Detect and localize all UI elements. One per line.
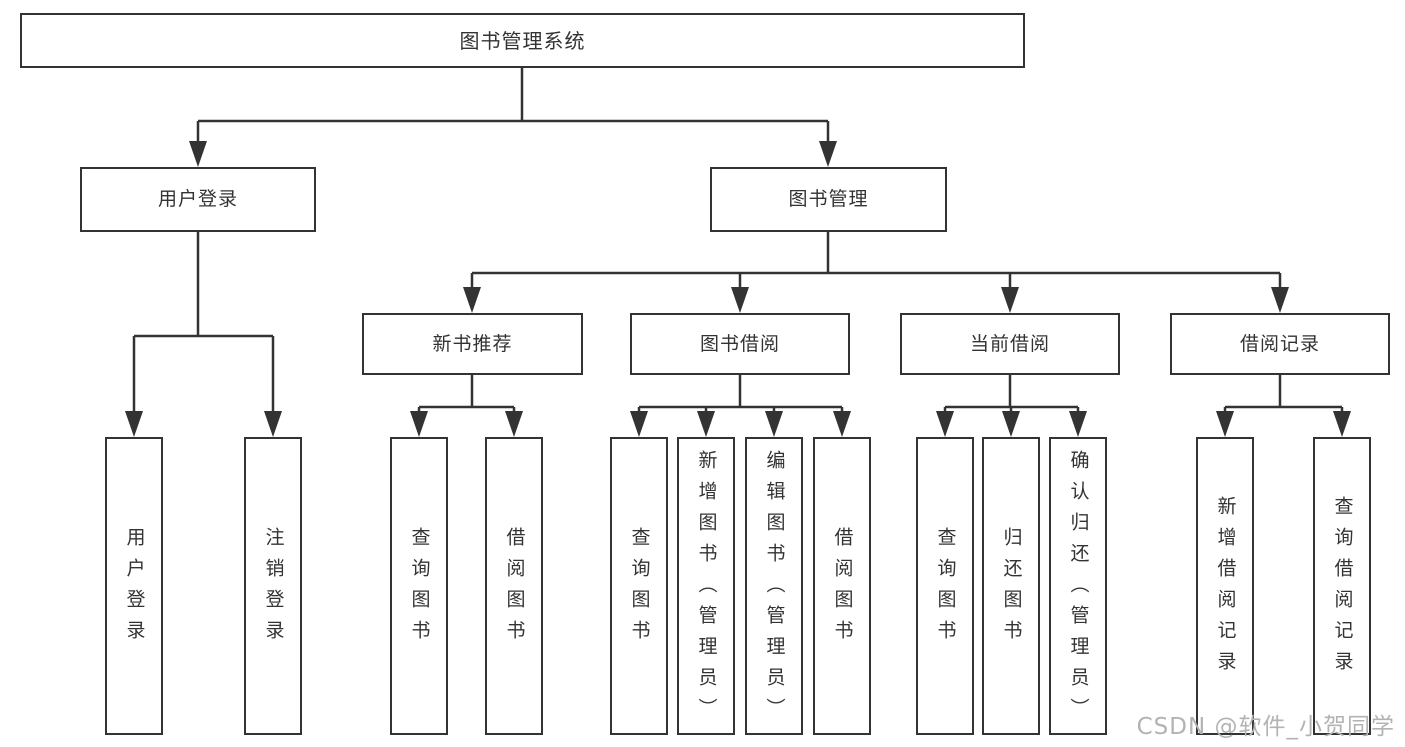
leaf-query-books-current: 查询图书: [916, 437, 974, 735]
connector-book-management-to-level3: [463, 232, 1289, 313]
leaf-query-books-borrow: 查询图书: [610, 437, 668, 735]
csdn-watermark: CSDN @软件_小贺同学: [1136, 714, 1395, 740]
leaf-user-login: 用户登录: [105, 437, 163, 735]
connector-current-borrow-children: [936, 375, 1087, 437]
node-library-management-system: 图书管理系统: [20, 13, 1025, 68]
connector-new-book-children: [410, 375, 523, 437]
leaf-add-books-admin: 新增图书（管理员）: [677, 437, 735, 735]
connector-book-borrow-children: [630, 375, 851, 437]
leaf-add-borrow-record: 新增借阅记录: [1196, 437, 1254, 735]
leaf-confirm-return-admin: 确认归还（管理员）: [1049, 437, 1107, 735]
leaf-borrow-books: 借阅图书: [813, 437, 871, 735]
leaf-logout: 注销登录: [244, 437, 302, 735]
node-new-book-recommend: 新书推荐: [362, 313, 583, 375]
connector-borrow-record-children: [1216, 375, 1351, 437]
node-borrow-record: 借阅记录: [1170, 313, 1390, 375]
node-book-borrow: 图书借阅: [630, 313, 850, 375]
leaf-edit-books-admin: 编辑图书（管理员）: [745, 437, 803, 735]
leaf-borrow-books-recommend: 借阅图书: [485, 437, 543, 735]
connector-root-to-level2: [189, 68, 837, 167]
node-book-management: 图书管理: [710, 167, 947, 232]
node-current-borrow: 当前借阅: [900, 313, 1120, 375]
connector-user-login-children: [125, 232, 282, 437]
node-user-login: 用户登录: [80, 167, 316, 232]
leaf-return-books: 归还图书: [982, 437, 1040, 735]
leaf-query-borrow-record: 查询借阅记录: [1313, 437, 1371, 735]
leaf-query-books-recommend: 查询图书: [390, 437, 448, 735]
